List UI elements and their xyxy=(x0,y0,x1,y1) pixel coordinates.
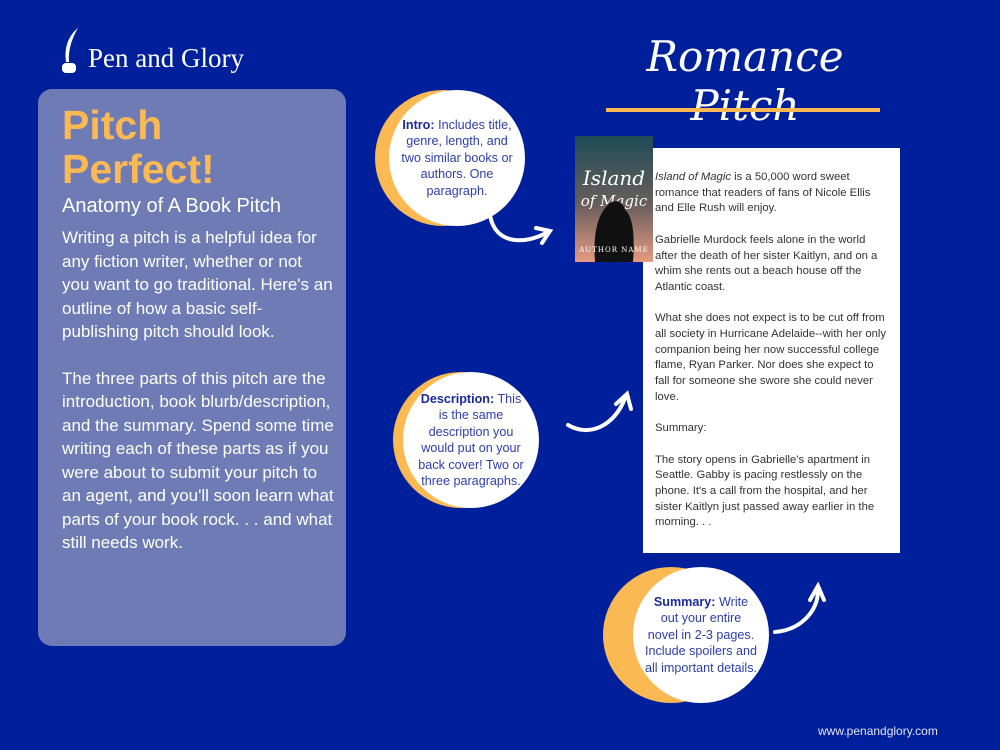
callout-text: Includes title, genre, length, and two s… xyxy=(401,117,513,198)
title-underline xyxy=(606,108,880,112)
doc-paragraph: What she does not expect is to be cut of… xyxy=(655,312,887,403)
doc-paragraph: Summary: xyxy=(655,422,707,435)
headline-line1: Pitch xyxy=(62,102,163,148)
doc-paragraph: Island of Magic is a 50,000 word sweet r… xyxy=(655,170,890,217)
callout-text: This is the same description you would p… xyxy=(418,391,524,489)
page-title: Romance Pitch xyxy=(646,32,844,130)
callout-label: Summary: xyxy=(653,594,716,609)
quill-inkwell-icon xyxy=(62,28,78,73)
cover-author: AUTHOR NAME xyxy=(579,246,649,254)
doc-paragraph: The story opens in Gabrielle's apartment… xyxy=(655,453,875,529)
website-url: www.penandglory.com xyxy=(818,724,938,738)
callout-label: Description: xyxy=(420,391,495,406)
headline-line2: Perfect! xyxy=(62,146,215,192)
doc-text: is a 50,000 word sweet romance that read… xyxy=(655,171,871,215)
arrow-icon xyxy=(566,396,627,433)
doc-paragraph: Gabrielle Murdock feels alone in the wor… xyxy=(655,233,878,293)
subtitle: Anatomy of A Book Pitch xyxy=(62,195,282,217)
panel-paragraph: Writing a pitch is a helpful idea for an… xyxy=(62,228,333,341)
brand-logo: Pen and Glory xyxy=(60,28,244,74)
arrow-icon xyxy=(488,213,550,243)
pitch-document: Island of Magic is a 50,000 word sweet r… xyxy=(643,148,900,553)
cover-title: of Magic xyxy=(580,192,648,210)
panel-paragraph: The three parts of this pitch are the in… xyxy=(62,368,334,553)
callout-label: Intro: xyxy=(402,117,435,132)
book-title: Island of Magic xyxy=(655,171,731,183)
cover-title: Island xyxy=(582,166,646,190)
book-cover: Island of Magic AUTHOR NAME xyxy=(575,136,653,262)
couple-silhouette-icon xyxy=(594,201,634,262)
brand-name: Pen and Glory xyxy=(88,43,244,73)
callout-text: Write out your entire novel in 2-3 pages… xyxy=(645,594,758,675)
arrow-icon xyxy=(773,588,820,634)
